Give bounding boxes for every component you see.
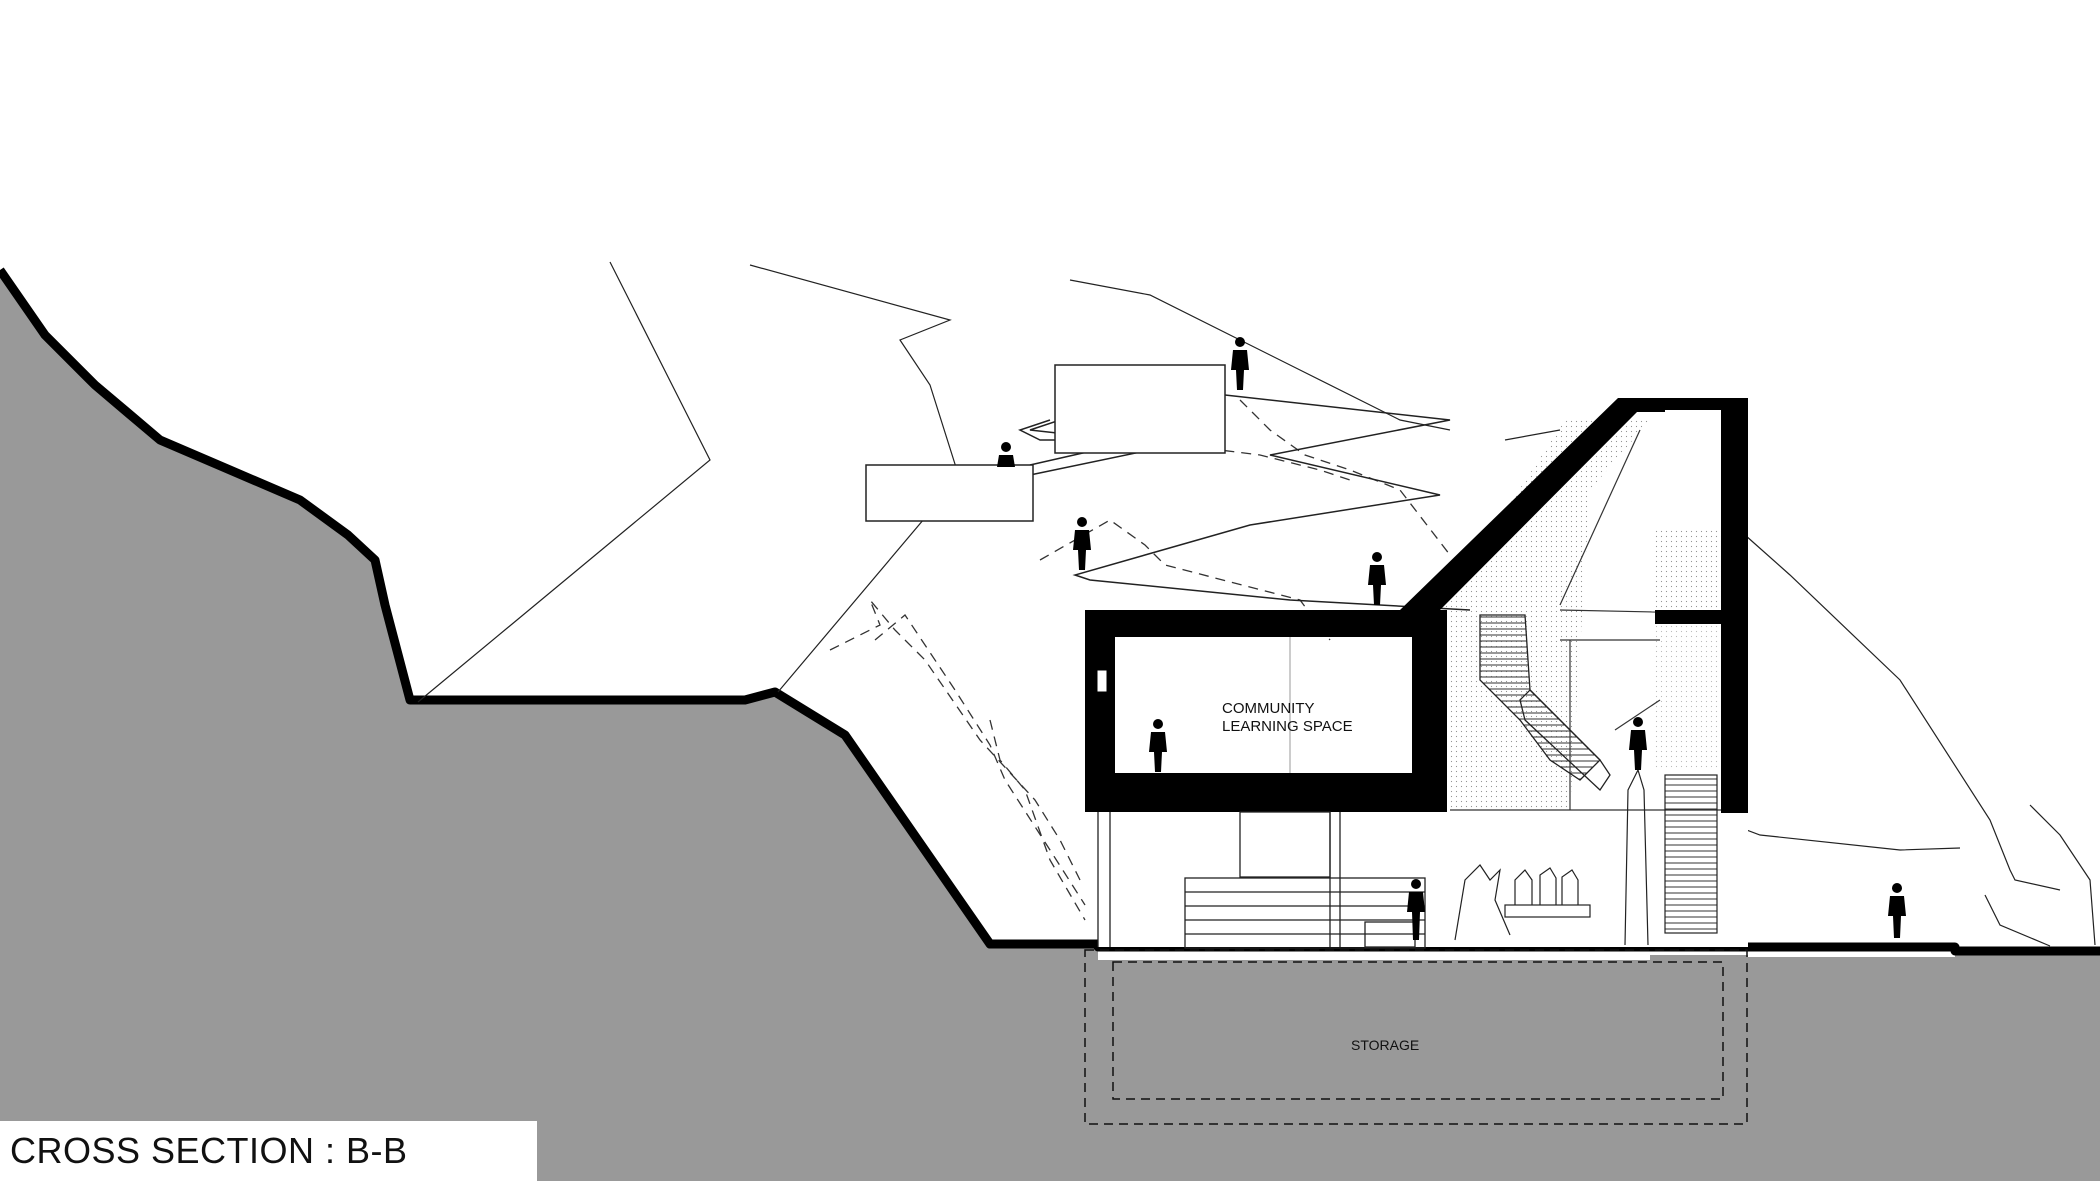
person-figure (1231, 337, 1249, 390)
right-stair (1664, 774, 1718, 934)
person-figure (1888, 883, 1906, 938)
community-side-window (1096, 669, 1108, 693)
person-figure (1368, 552, 1386, 605)
lower-hall-interior (1098, 812, 1748, 947)
right-textured-panel-lower (1655, 620, 1723, 770)
community-label-line2: LEARNING SPACE (1222, 718, 1353, 735)
ground-mass (0, 270, 2100, 1181)
person-figure (1407, 879, 1425, 940)
person-figure (1629, 717, 1647, 770)
person-figure (1149, 719, 1167, 772)
person-figure (1073, 517, 1091, 570)
storage-label: STORAGE (1351, 1037, 1419, 1053)
storage-outline-inner (1112, 961, 1724, 1100)
lower-hall-elements (1097, 811, 1426, 949)
right-textured-panel (1655, 530, 1723, 610)
atrium-lines (1450, 429, 1745, 811)
title-box: CROSS SECTION : B-B (0, 1121, 537, 1181)
zigzag-ramp (1072, 394, 1471, 611)
atrium-textured-wall (1440, 420, 1650, 810)
building-structure (1085, 398, 1748, 813)
human-figures (997, 337, 1906, 940)
viewing-box-lower (865, 464, 1034, 522)
drawing-title: CROSS SECTION : B-B (10, 1130, 408, 1171)
stair-landing (1519, 689, 1611, 791)
person-figure (997, 442, 1015, 467)
storage-outline-outer (1084, 949, 1748, 1125)
interior-stair (1479, 614, 1601, 781)
community-label-line1: COMMUNITY (1222, 700, 1315, 717)
viewing-box-upper (1054, 364, 1226, 454)
